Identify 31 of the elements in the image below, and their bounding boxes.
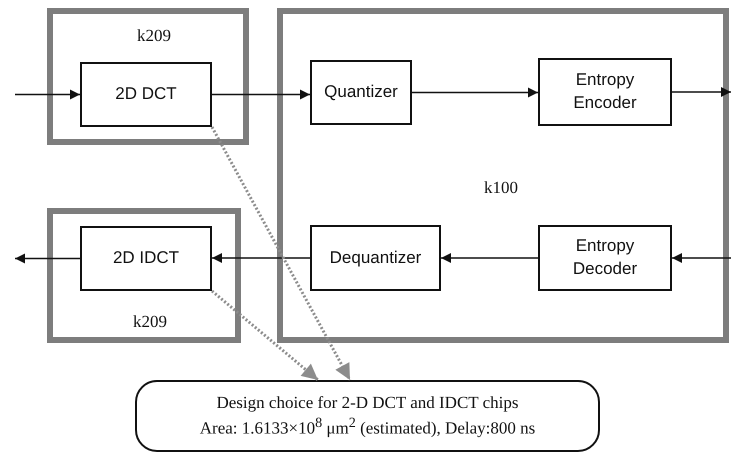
arrow — [672, 87, 731, 97]
arrow — [441, 253, 538, 263]
chip-boundary — [47, 8, 249, 145]
chip-boundary — [47, 208, 241, 343]
chip-label: k100 — [484, 178, 518, 198]
arrow — [212, 90, 310, 100]
dotted-arrow — [211, 290, 319, 382]
arrow — [15, 254, 80, 264]
arrow — [15, 90, 80, 100]
chip-boundary — [277, 8, 729, 343]
chip-label: k209 — [133, 312, 167, 332]
arrow — [412, 88, 538, 98]
process-box — [538, 58, 672, 126]
dotted-arrow — [210, 126, 352, 381]
block-label: Dequantizer — [328, 246, 422, 269]
process-box — [538, 225, 672, 291]
arrow — [672, 253, 731, 263]
block-label: 2D IDCT — [112, 247, 180, 270]
arrow — [212, 253, 310, 263]
process-box — [310, 225, 441, 291]
chip-label: k209 — [137, 26, 171, 46]
block-label: Entropy Decoder — [572, 235, 638, 280]
process-box — [310, 60, 412, 125]
note-text: Design choice for 2-D DCT and IDCT chips — [216, 392, 518, 414]
note-text: Area: 1.6133×10$^{8}$ μm$^{2}$ (estimated), Delay:800 ns — [200, 414, 536, 440]
block-label: Entropy Encoder — [572, 69, 638, 114]
note-box — [135, 380, 600, 452]
block-label: 2D DCT — [114, 83, 178, 106]
block-label: Quantizer — [323, 81, 399, 104]
process-box — [80, 62, 212, 127]
process-box — [80, 226, 212, 291]
